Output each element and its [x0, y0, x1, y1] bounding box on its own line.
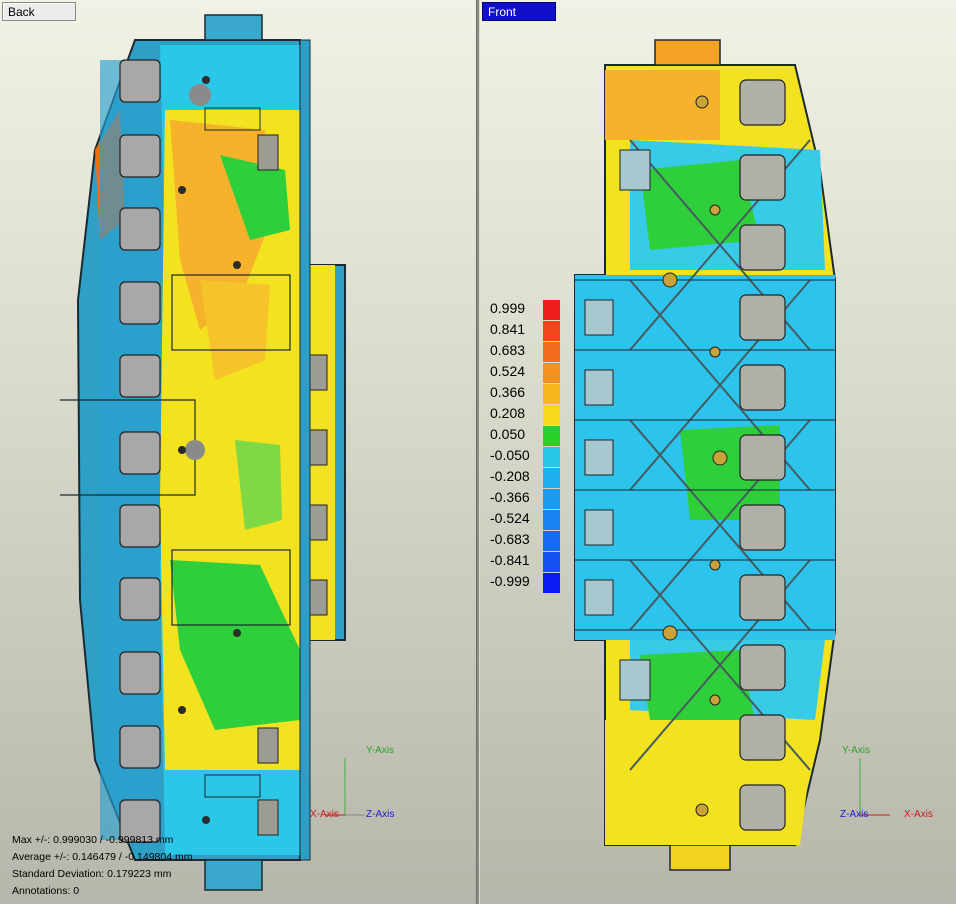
viewport-splitter[interactable]	[476, 0, 480, 904]
legend-label: -0.208	[490, 468, 530, 484]
y-axis-label: Y-Axis	[366, 745, 394, 756]
legend-label: 0.683	[490, 342, 526, 358]
deviation-stats: Max +/-: 0.999030 / -0.999813 mm Average…	[12, 832, 192, 900]
legend-swatch	[543, 321, 560, 341]
legend-swatch	[543, 447, 560, 467]
axis-triad-back	[325, 758, 365, 816]
front-part-model	[574, 39, 836, 871]
legend-swatch	[543, 426, 560, 446]
z-axis-label-front: Z-Axis	[840, 809, 869, 820]
stats-annotations: Annotations: 0	[12, 885, 80, 897]
legend-label: -0.683	[490, 531, 530, 547]
legend-swatch	[543, 573, 560, 593]
legend-swatch	[543, 342, 560, 362]
legend-label: -0.841	[490, 552, 530, 568]
back-part-model	[60, 14, 346, 891]
stats-max: Max +/-: 0.999030 / -0.999813 mm	[12, 834, 174, 846]
front-view-tab[interactable]: Front	[482, 2, 556, 21]
y-axis-label-front: Y-Axis	[842, 745, 870, 756]
z-axis-label: Z-Axis	[366, 809, 395, 820]
back-viewport[interactable]: Back Y-Axis X-Axis Z-Axis Max +/-: 0.999…	[0, 0, 476, 904]
legend-label: -0.050	[490, 447, 530, 463]
legend-label: -0.366	[490, 489, 530, 505]
legend-swatch	[543, 384, 560, 404]
legend-swatch	[543, 552, 560, 572]
legend-swatch	[543, 468, 560, 488]
legend-label: -0.999	[490, 573, 530, 589]
legend-label: 0.841	[490, 321, 526, 337]
axis-triad-front	[859, 758, 890, 816]
legend-label: -0.524	[490, 510, 530, 526]
front-viewport[interactable]: Front Y-Axis Z-Axis X-Axis	[480, 0, 956, 904]
stats-average: Average +/-: 0.146479 / -0.149804 mm	[12, 851, 193, 863]
legend-label: 0.208	[490, 405, 526, 421]
x-axis-label: X-Axis	[310, 809, 339, 820]
legend-label: 0.050	[490, 426, 526, 442]
legend-swatch	[543, 510, 560, 530]
legend-swatch	[543, 300, 560, 320]
x-axis-label-front: X-Axis	[904, 809, 933, 820]
legend-swatch	[543, 489, 560, 509]
legend-label: 0.366	[490, 384, 526, 400]
legend-swatch	[543, 363, 560, 383]
stats-std-dev: Standard Deviation: 0.179223 mm	[12, 868, 172, 880]
legend-label: 0.524	[490, 363, 526, 379]
legend-swatch	[543, 531, 560, 551]
back-view-tab[interactable]: Back	[2, 2, 76, 21]
legend-swatch	[543, 405, 560, 425]
legend-label: 0.999	[490, 300, 526, 316]
